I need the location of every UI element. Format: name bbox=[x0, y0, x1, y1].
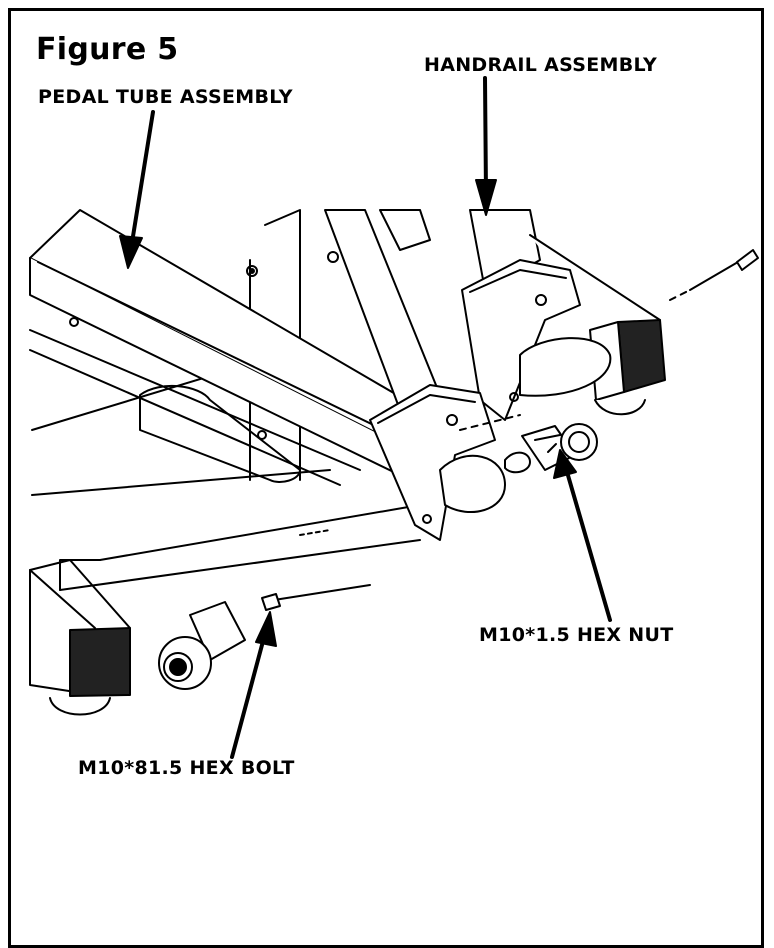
hex-nut-label: M10*1.5 HEX NUT bbox=[479, 624, 674, 646]
pedal-tube-label: PEDAL TUBE ASSEMBLY bbox=[38, 86, 293, 108]
console-posts bbox=[324, 209, 541, 411]
figure-title: Figure 5 bbox=[36, 32, 179, 67]
handrail-label: HANDRAIL ASSEMBLY bbox=[424, 54, 657, 76]
rear-bolt bbox=[459, 249, 759, 431]
figure-frame bbox=[8, 8, 764, 948]
base-frame bbox=[29, 209, 421, 591]
handrail-bracket bbox=[461, 259, 612, 421]
pedal-bracket bbox=[369, 384, 506, 541]
callout-arrows bbox=[119, 76, 612, 759]
hex-bolt-label: M10*81.5 HEX BOLT bbox=[78, 757, 295, 779]
front-end-cap bbox=[29, 559, 131, 716]
front-wheel-bolt bbox=[158, 529, 371, 690]
wheel-nut-assembly bbox=[504, 423, 598, 474]
